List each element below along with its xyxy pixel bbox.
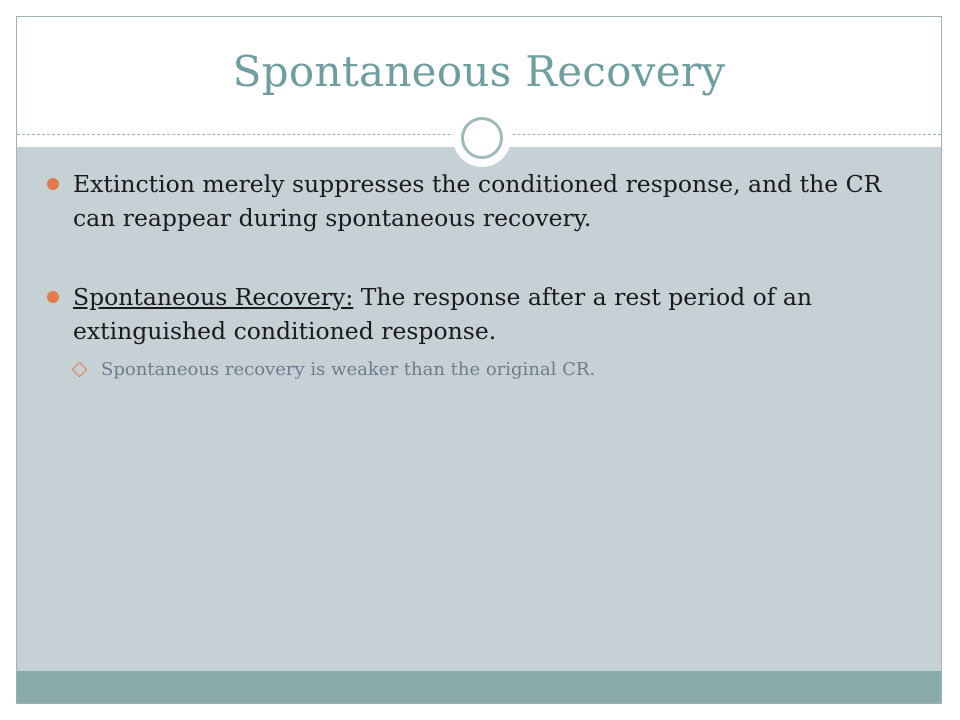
slide: Spontaneous Recovery Extinction merely s… — [16, 16, 942, 704]
diamond-bullet-icon — [71, 361, 88, 378]
bullet-term: Spontaneous Recovery: — [73, 283, 354, 311]
bullet-item-extinction: Extinction merely suppresses the conditi… — [47, 167, 907, 235]
bullet-dot-icon — [47, 178, 59, 190]
ring-inner-icon — [461, 117, 503, 159]
bullet-text: Extinction merely suppresses the conditi… — [73, 170, 882, 232]
bullet-item-spontaneous-recovery: Spontaneous Recovery: The response after… — [47, 280, 907, 348]
slide-title: Spontaneous Recovery — [232, 47, 726, 96]
ring-ornament-icon — [453, 109, 511, 167]
content-background — [17, 147, 941, 671]
slide-content: Extinction merely suppresses the conditi… — [47, 167, 907, 384]
sub-bullet-item: Spontaneous recovery is weaker than the … — [47, 356, 907, 384]
footer-band — [17, 671, 941, 703]
bullet-dot-icon — [47, 291, 59, 303]
sub-bullet-text: Spontaneous recovery is weaker than the … — [101, 359, 596, 380]
bullet-definition: The response after a rest period of an e… — [73, 283, 813, 345]
